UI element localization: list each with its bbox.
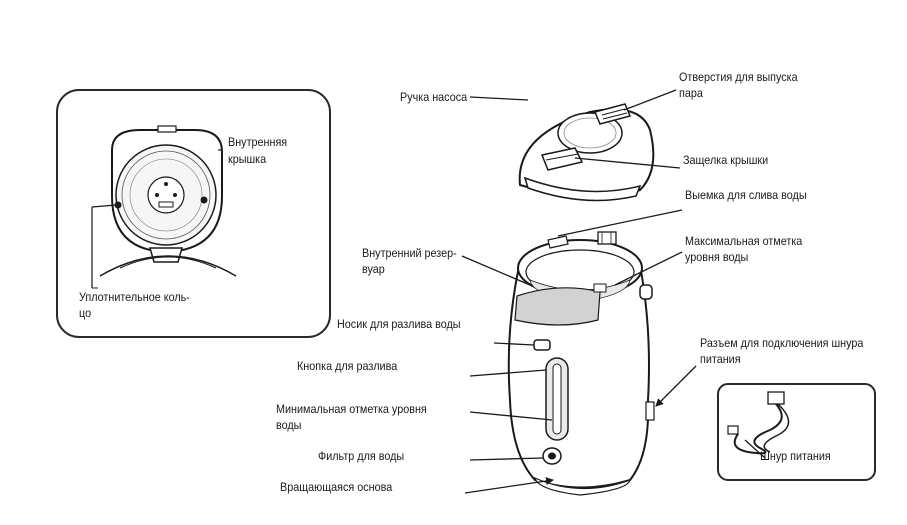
label-inner-lid-1: Внутренняя xyxy=(228,135,288,149)
label-spout: Носик для разлива воды xyxy=(337,317,461,331)
label-seal-ring-1: Уплотнительное коль- xyxy=(79,290,190,304)
label-lid-latch: Защелка крышки xyxy=(683,153,769,167)
inner-lid-inset xyxy=(56,89,331,338)
label-steam-vents-2: пара xyxy=(679,86,703,100)
leader-lines xyxy=(461,89,766,494)
power-cord-inset xyxy=(717,383,876,481)
label-pump-handle: Ручка насоса xyxy=(400,90,468,104)
label-dispense-button: Кнопка для разлива xyxy=(297,359,398,373)
label-power-socket-1: Разъем для подключения шнура xyxy=(700,336,864,350)
label-min-level-1: Минимальная отметка уровня xyxy=(276,402,427,416)
label-max-level-2: уровня воды xyxy=(685,250,749,264)
label-min-level-2: воды xyxy=(276,418,302,432)
label-rotating-base: Вращающаяся основа xyxy=(280,480,393,494)
label-inner-lid-2: крышка xyxy=(228,152,267,166)
label-seal-ring-2: цо xyxy=(79,306,92,320)
lid-drawing xyxy=(518,103,655,202)
label-power-cord: Шнур питания xyxy=(760,449,831,463)
label-drain-notch: Выемка для слива воды xyxy=(685,188,807,202)
pot-body-drawing xyxy=(507,231,655,496)
label-water-filter: Фильтр для воды xyxy=(318,449,405,463)
label-inner-reservoir-2: вуар xyxy=(362,262,385,276)
label-max-level-1: Максимальная отметка xyxy=(685,234,803,248)
label-inner-reservoir-1: Внутренний резер- xyxy=(362,246,457,260)
label-steam-vents-1: Отверстия для выпуска xyxy=(679,70,798,84)
label-power-socket-2: питания xyxy=(700,352,741,366)
